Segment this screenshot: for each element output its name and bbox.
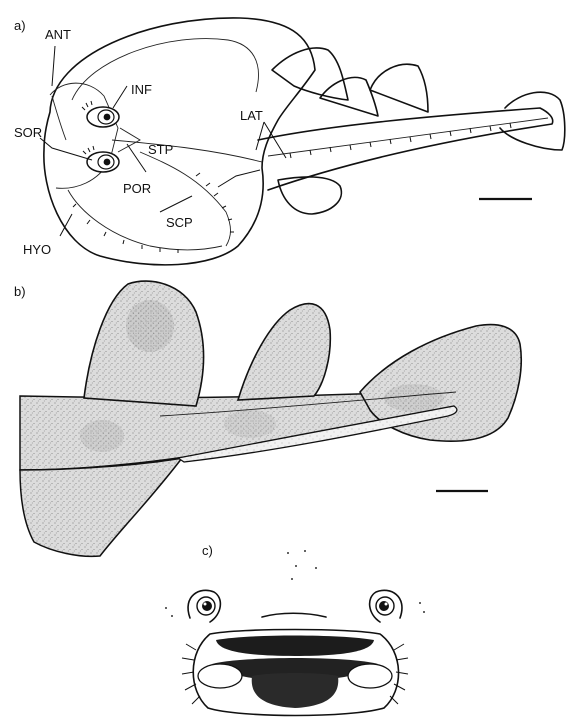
panel-b-label: b) [14, 284, 26, 299]
fin-blotch [126, 300, 174, 352]
pelvic-fin [278, 177, 341, 214]
antorbital-canal [52, 96, 66, 140]
caudal-blotch [384, 384, 444, 412]
second-dorsal-fin-b [238, 304, 330, 400]
first-dorsal-fin [272, 48, 348, 100]
panel-a-label: a) [14, 18, 26, 33]
label-scp: SCP [166, 215, 193, 230]
label-inf: INF [131, 82, 152, 97]
body-blotch [80, 420, 124, 452]
third-dorsal-fin [370, 64, 428, 112]
panel-c-head-ventral-view: c) [165, 543, 425, 716]
disc-lower-lobe [20, 458, 182, 556]
caudal-fin [500, 92, 565, 150]
spiracle-left-icon [188, 590, 220, 622]
left-labial-fold [198, 664, 242, 688]
interorbital-canal [118, 128, 140, 152]
label-hyo: HYO [23, 242, 51, 257]
right-labial-fold [348, 664, 392, 688]
leader-lines [40, 46, 286, 236]
label-stp: STP [148, 142, 173, 157]
eye-upper-icon [82, 101, 119, 127]
label-lat: LAT [240, 108, 263, 123]
nasal-curtain [262, 613, 326, 617]
spiracle-right-icon [370, 590, 402, 622]
panel-b-tail-lateral-view: b) [14, 281, 521, 556]
panel-a-dorsal-view: a) [14, 18, 565, 265]
label-ant: ANT [45, 27, 71, 42]
scapular-pores [196, 173, 234, 232]
label-por: POR [123, 181, 151, 196]
snout-outline [50, 83, 118, 188]
panel-c-label: c) [202, 543, 213, 558]
label-sor: SOR [14, 125, 42, 140]
disc-inner-fold [72, 39, 258, 100]
hyomandibular-canal [68, 190, 222, 250]
body-blotch [224, 410, 276, 438]
